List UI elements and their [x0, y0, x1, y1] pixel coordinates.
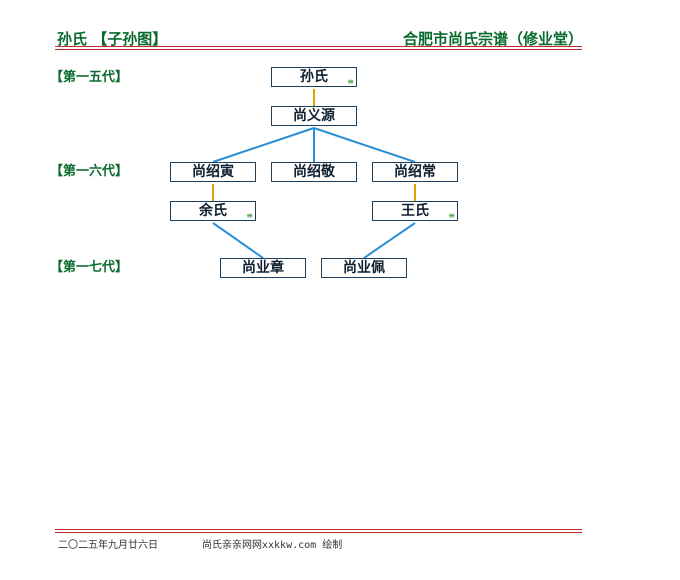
header-rule-bottom — [55, 49, 582, 50]
spouse-marker-icon: ≡ — [246, 211, 253, 220]
footer-rule-bottom — [55, 532, 582, 533]
person-name: 尚业章 — [242, 260, 284, 276]
person-node-shaojing[interactable]: 尚绍敬 — [271, 162, 357, 182]
page-title: 孙氏 【子孙图】 — [57, 30, 168, 48]
generation-label-17: 【第一七代】 — [50, 260, 129, 275]
person-node-shaoyin[interactable]: 尚绍寅 — [170, 162, 256, 182]
footer-credit: 尚氏亲亲网网xxkkw.com 绘制 — [202, 540, 343, 551]
person-node-yiyuan[interactable]: 尚义源 — [271, 106, 357, 126]
link-yiyuan-shaoyin — [212, 127, 315, 163]
header-rule-top — [55, 46, 582, 47]
person-node-yepei[interactable]: 尚业佩 — [321, 258, 407, 278]
generation-label-15: 【第一五代】 — [50, 70, 129, 85]
person-name: 尚义源 — [293, 108, 335, 124]
person-name: 尚绍寅 — [192, 164, 234, 180]
person-node-yezhang[interactable]: 尚业章 — [220, 258, 306, 278]
footer-date: 二〇二五年九月廿六日 — [58, 540, 158, 551]
person-name: 孙氏 — [300, 69, 328, 85]
person-name: 尚绍常 — [394, 164, 436, 180]
link-wang-yepei — [363, 222, 416, 259]
clan-title: 合肥市尚氏宗谱（修业堂） — [402, 30, 583, 48]
link-yu-yezhang — [212, 222, 264, 259]
footer-rule-top — [55, 529, 582, 530]
spouse-marker-icon: ≡ — [448, 211, 455, 220]
person-name: 尚业佩 — [343, 260, 385, 276]
person-node-shaochang[interactable]: 尚绍常 — [372, 162, 458, 182]
person-name: 王氏 — [401, 203, 429, 219]
person-node-wang[interactable]: 王氏 ≡ — [372, 201, 458, 221]
person-name: 尚绍敬 — [293, 164, 335, 180]
spouse-marker-icon: ≡ — [347, 77, 354, 86]
person-node-yu[interactable]: 余氏 ≡ — [170, 201, 256, 221]
link-yiyuan-shaochang — [313, 127, 416, 163]
generation-label-16: 【第一六代】 — [50, 164, 129, 179]
person-node-sun[interactable]: 孙氏 ≡ — [271, 67, 357, 87]
person-name: 余氏 — [199, 203, 227, 219]
